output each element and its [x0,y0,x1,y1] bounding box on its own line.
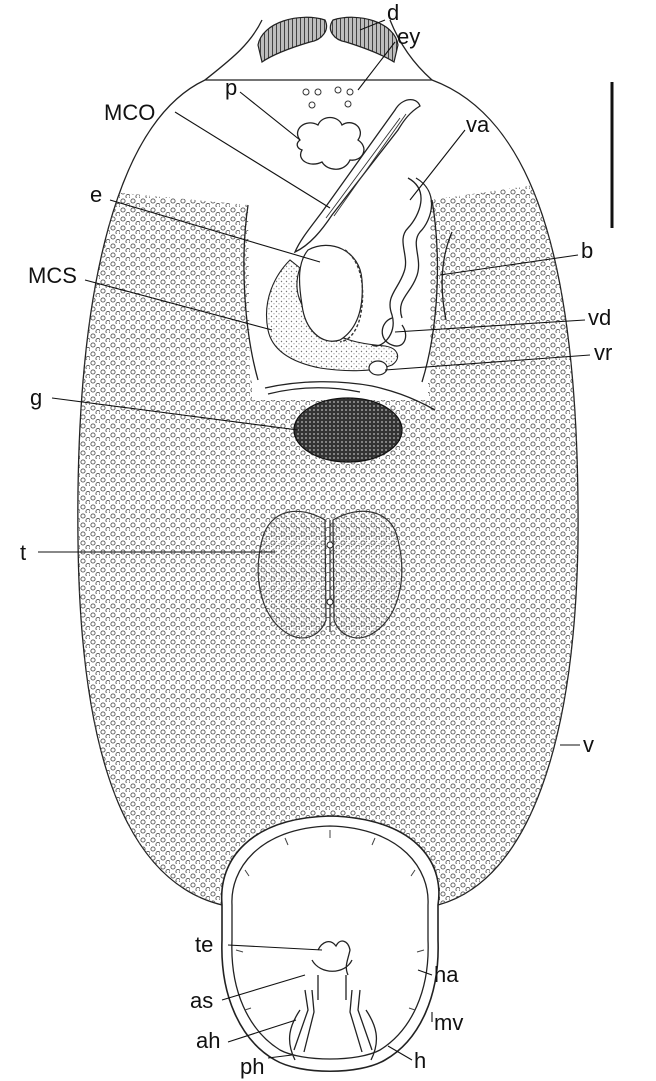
eyespots [303,87,353,108]
testis-node-bottom [327,599,333,605]
label-g: g [30,385,42,410]
label-ha: ha [434,962,459,987]
label-mcs: MCS [28,263,77,288]
pharynx [297,118,364,170]
label-ph: ph [240,1054,264,1079]
label-vr: vr [594,340,612,365]
label-mv: mv [434,1010,463,1035]
label-as: as [190,988,213,1013]
germarium [294,398,402,462]
label-h: h [414,1048,426,1073]
label-te: te [195,932,213,957]
seminal-receptacle [369,361,387,375]
ejaculatory-bulb [300,245,363,341]
dorsal-lobe-left [258,17,327,62]
label-v: v [583,732,594,757]
testis-node-top [327,542,333,548]
label-d: d [387,0,399,25]
label-t: t [20,540,26,565]
label-mco: MCO [104,100,155,125]
label-b: b [581,238,593,263]
label-va: va [466,112,490,137]
label-p: p [225,75,237,100]
label-e: e [90,182,102,207]
label-vd: vd [588,305,611,330]
label-ey: ey [397,24,420,49]
label-ah: ah [196,1028,220,1053]
